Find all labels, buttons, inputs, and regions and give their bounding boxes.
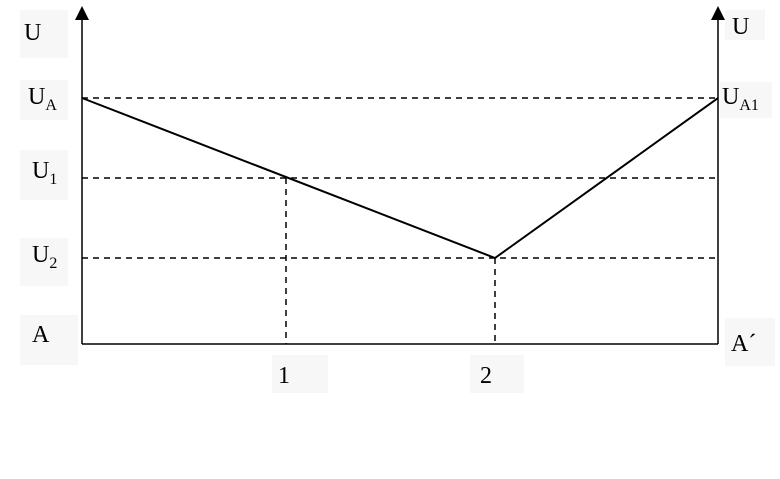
label-bg: [20, 150, 68, 200]
left-axis-arrowhead: [75, 6, 89, 20]
right-axis-arrowhead: [711, 6, 725, 20]
level-u2-sub: 2: [49, 255, 57, 272]
label-bg: [20, 10, 68, 58]
level-ua-label: UA: [28, 84, 57, 114]
left-end-label: A: [32, 322, 50, 348]
right-level-label: UA1: [722, 84, 759, 114]
label-bg: [720, 82, 772, 118]
label-bg: [20, 315, 78, 365]
level-u1-sub: 1: [49, 171, 57, 188]
x-mark-1: 1: [278, 363, 290, 389]
potential-curve: [81, 97, 719, 260]
label-bg: [725, 10, 765, 40]
level-u1-label: U1: [32, 158, 57, 188]
level-ua-main: U: [28, 84, 45, 110]
label-bg: [470, 355, 524, 393]
right-axis-label: U: [732, 14, 749, 40]
label-bg: [725, 318, 775, 366]
left-axis-label: U: [24, 20, 41, 46]
right-level-sub: A1: [739, 97, 759, 114]
label-bg: [20, 80, 68, 120]
right-level-main: U: [722, 84, 739, 110]
level-ua-sub: A: [45, 97, 57, 114]
level-u1-main: U: [32, 158, 49, 184]
level-u2-main: U: [32, 242, 49, 268]
right-end-label: A´: [731, 331, 756, 357]
level-u2-label: U2: [32, 242, 57, 272]
x-mark-2: 2: [480, 363, 492, 389]
label-bg: [272, 355, 328, 393]
label-bg: [20, 238, 68, 286]
